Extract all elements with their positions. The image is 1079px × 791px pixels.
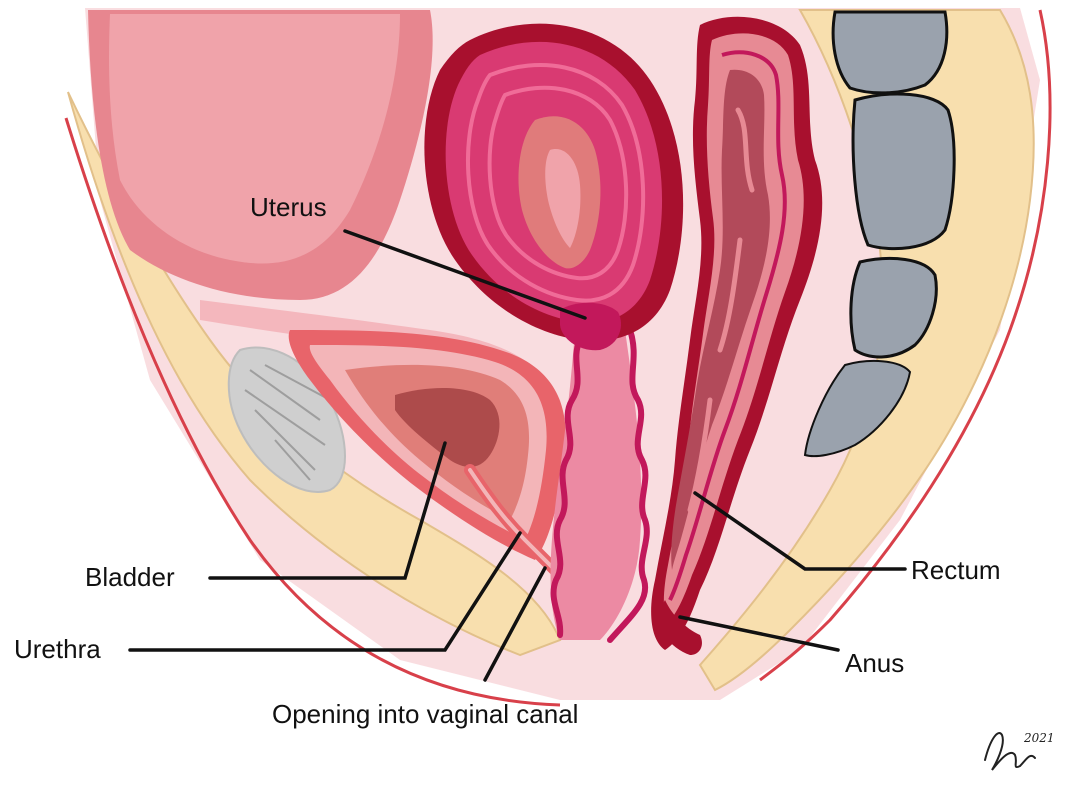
vertebra-2 — [853, 94, 954, 249]
rectum-label: Rectum — [911, 557, 1001, 583]
bladder-label: Bladder — [85, 564, 175, 590]
urethra-label: Urethra — [14, 636, 101, 662]
uterus-label: Uterus — [250, 194, 327, 220]
anus-label: Anus — [845, 650, 904, 676]
vaginal-opening-label: Opening into vaginal canal — [272, 701, 578, 727]
signature-year: 2021 — [1023, 731, 1055, 745]
vertebra-1 — [833, 12, 947, 93]
